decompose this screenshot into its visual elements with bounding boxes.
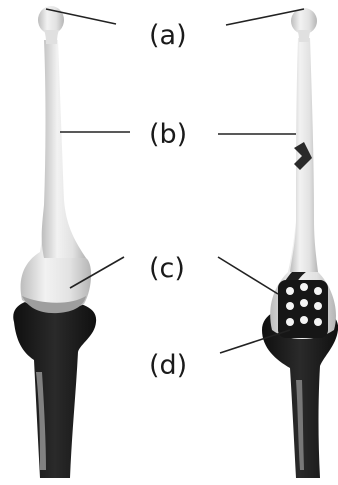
label-a: (a) (149, 20, 187, 51)
screw-hole (314, 302, 322, 310)
screw-hole (300, 316, 308, 324)
screw-hole (286, 302, 294, 310)
screw-hole (286, 287, 294, 295)
screw-hole (314, 318, 322, 326)
leader-c-right (218, 257, 278, 294)
right-implant-screws (286, 283, 322, 326)
screw-hole (314, 287, 322, 295)
screw-hole (300, 283, 308, 291)
left-bone-specimen (13, 6, 96, 478)
screw-hole (286, 318, 294, 326)
label-d: (d) (149, 350, 187, 381)
screw-hole (300, 299, 308, 307)
right-neck (297, 30, 311, 42)
left-neck (44, 30, 59, 44)
right-bone-specimen (262, 8, 338, 478)
left-shaft (42, 40, 86, 258)
label-c: (c) (149, 253, 185, 284)
left-lower-dark-part (13, 299, 96, 478)
label-b: (b) (149, 119, 187, 150)
